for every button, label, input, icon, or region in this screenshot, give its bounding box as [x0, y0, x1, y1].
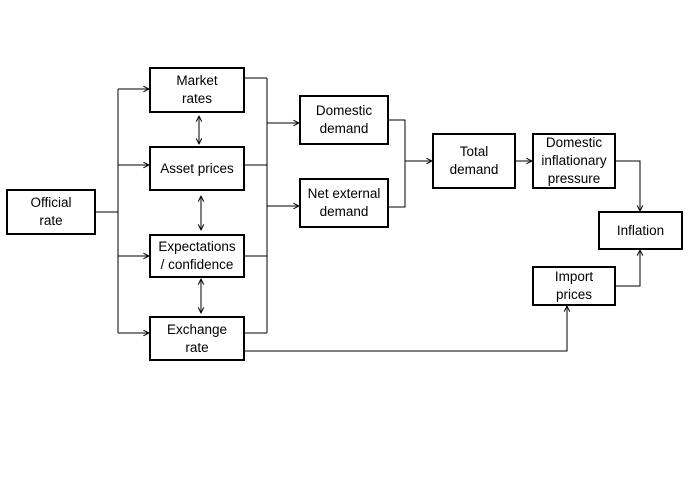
node-net-external-demand-label: Net external demand	[307, 186, 381, 219]
node-domestic-inflationary-pressure: Domestic inflationary pressure	[532, 133, 616, 189]
node-market-rates-label: Market rates	[176, 73, 218, 106]
node-expectations-confidence: Expectations / confidence	[149, 234, 245, 278]
node-market-rates: Market rates	[149, 67, 245, 113]
node-exchange-rate: Exchange rate	[149, 316, 245, 361]
node-import-prices: Import prices	[532, 266, 616, 306]
node-total-demand: Total demand	[432, 133, 516, 189]
node-total-demand-label: Total demand	[449, 144, 499, 177]
arrow-pressure-to-inflation	[616, 160, 640, 211]
node-net-external-demand: Net external demand	[299, 178, 389, 228]
arrow-exchange-to-import-prices	[245, 306, 567, 352]
node-official-rate: Official rate	[6, 189, 96, 235]
connector-domestic-demand-out	[389, 119, 406, 208]
node-import-prices-label: Import prices	[554, 269, 594, 302]
node-official-rate-label: Official rate	[30, 195, 72, 228]
node-domestic-pressure-label: Domestic inflationary pressure	[541, 135, 607, 186]
node-exchange-rate-label: Exchange rate	[166, 321, 228, 355]
node-domestic-demand: Domestic demand	[299, 95, 389, 145]
node-inflation-label: Inflation	[616, 222, 665, 238]
node-expectations-label: Expectations / confidence	[158, 239, 236, 272]
node-asset-prices-label: Asset prices	[160, 160, 234, 176]
node-domestic-demand-label: Domestic demand	[315, 103, 373, 136]
node-asset-prices: Asset prices	[149, 146, 245, 191]
arrow-import-to-inflation	[616, 250, 640, 287]
node-inflation: Inflation	[598, 211, 683, 250]
